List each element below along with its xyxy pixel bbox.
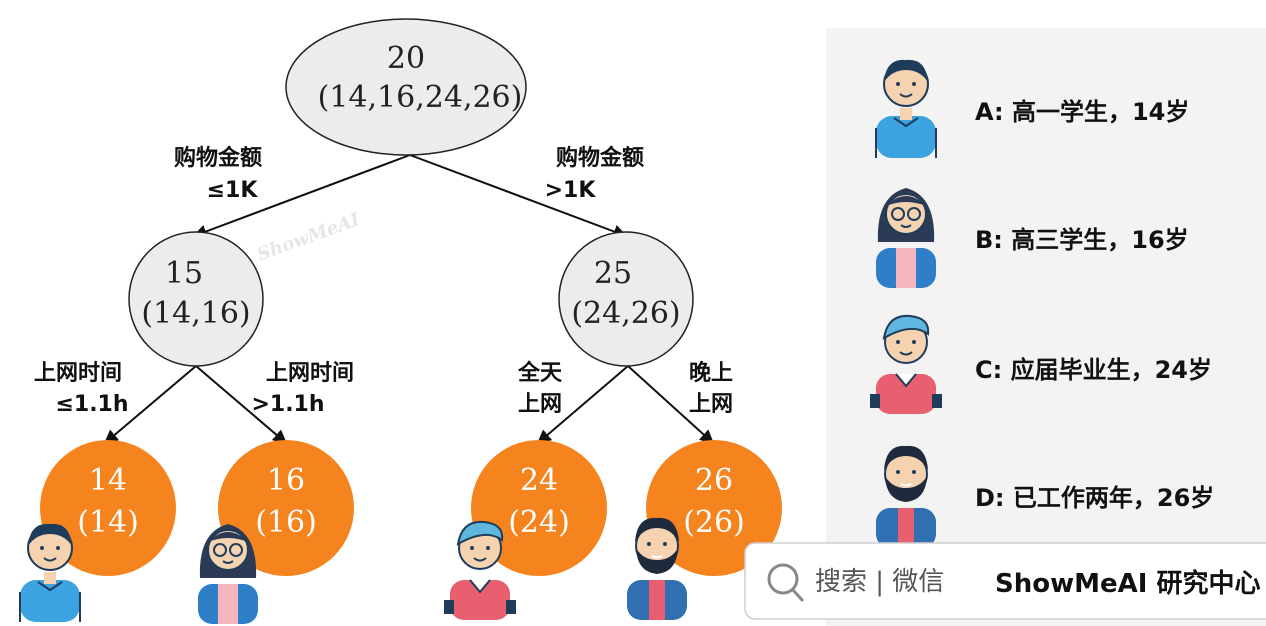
footer-search-label: 搜索 | 微信 xyxy=(815,567,944,597)
watermark: ShowMeAI xyxy=(254,209,363,266)
edge-left-leaf-left xyxy=(103,365,197,444)
leaf-node-26-value: 26 xyxy=(695,463,733,498)
leaf-node-14: 14 (14) xyxy=(40,440,176,576)
edge-label-root-right-line2: >1K xyxy=(545,178,597,203)
leaf-node-26-shape xyxy=(646,440,782,576)
right-node-samples: (24,26) xyxy=(571,296,680,331)
right-node: 25 (24,26) xyxy=(558,231,694,367)
right-node-shape xyxy=(558,231,694,367)
leaf-node-14-value: 14 xyxy=(89,463,127,498)
leaf-node-16-value: 16 xyxy=(267,463,305,498)
edge-label-right-leaf-left-line1: 全天 xyxy=(517,360,563,386)
leaf-node-16-samples: (16) xyxy=(255,505,317,540)
leaf-node-24-value: 24 xyxy=(520,463,558,498)
leaf-node-14-samples: (14) xyxy=(77,505,139,540)
legend-item-a: A: 高一学生，14岁 xyxy=(975,98,1189,126)
edge-right-leaf-left xyxy=(536,365,629,444)
edge-root-right xyxy=(409,154,628,239)
edge-label-left-leaf-right-line1: 上网时间 xyxy=(266,361,354,386)
leaf-node-26: 26 (26) xyxy=(646,440,782,576)
edge-label-root-left-line2: ≤1K xyxy=(207,178,259,203)
edge-label-root-left-line1: 购物金额 xyxy=(174,145,262,171)
edge-label-right-leaf-right-line2: 上网 xyxy=(689,392,733,417)
left-node: 15 (14,16) xyxy=(128,231,264,367)
leaf-node-14-shape xyxy=(40,440,176,576)
root-node-samples: (14,16,24,26) xyxy=(318,80,523,115)
edge-root-left xyxy=(192,154,411,239)
edge-label-right-leaf-right-line1: 晚上 xyxy=(689,361,733,386)
leaf-node-16: 16 (16) xyxy=(218,440,354,576)
legend-item-b: B: 高三学生，16岁 xyxy=(975,226,1189,254)
edge-label-right-leaf-left-line2: 上网 xyxy=(518,392,562,417)
footer-search-box[interactable] xyxy=(744,542,1266,620)
edge-label-left-leaf-right-line2: >1.1h xyxy=(251,392,324,417)
tree-edges xyxy=(103,154,715,444)
root-node-shape xyxy=(285,18,527,156)
left-node-value: 15 xyxy=(165,256,203,291)
leaf-node-26-samples: (26) xyxy=(683,505,745,540)
edge-left-leaf-right xyxy=(195,365,288,444)
legend-item-c: C: 应届毕业生，24岁 xyxy=(975,356,1212,384)
edge-label-left-leaf-left-line2: ≤1.1h xyxy=(55,392,128,417)
legend-item-d: D: 已工作两年，26岁 xyxy=(975,484,1214,512)
edge-label-root-right-line1: 购物金额 xyxy=(556,145,644,171)
leaf-node-24: 24 (24) xyxy=(471,440,607,576)
left-node-samples: (14,16) xyxy=(141,296,250,331)
edge-label-left-leaf-left-line1: 上网时间 xyxy=(34,361,122,386)
root-node-value: 20 xyxy=(387,41,425,76)
leaf-node-24-samples: (24) xyxy=(508,505,570,540)
left-node-shape xyxy=(128,231,264,367)
leaf-node-24-shape xyxy=(471,440,607,576)
footer-search-bar[interactable]: 搜索 | 微信 ShowMeAI 研究中心 xyxy=(744,542,1266,620)
edge-right-leaf-right xyxy=(627,365,715,444)
search-icon xyxy=(767,563,805,603)
leaf-node-16-shape xyxy=(218,440,354,576)
right-node-value: 25 xyxy=(594,256,632,291)
root-node: 20 (14,16,24,26) xyxy=(285,18,527,156)
footer-brand: ShowMeAI 研究中心 xyxy=(995,568,1260,599)
